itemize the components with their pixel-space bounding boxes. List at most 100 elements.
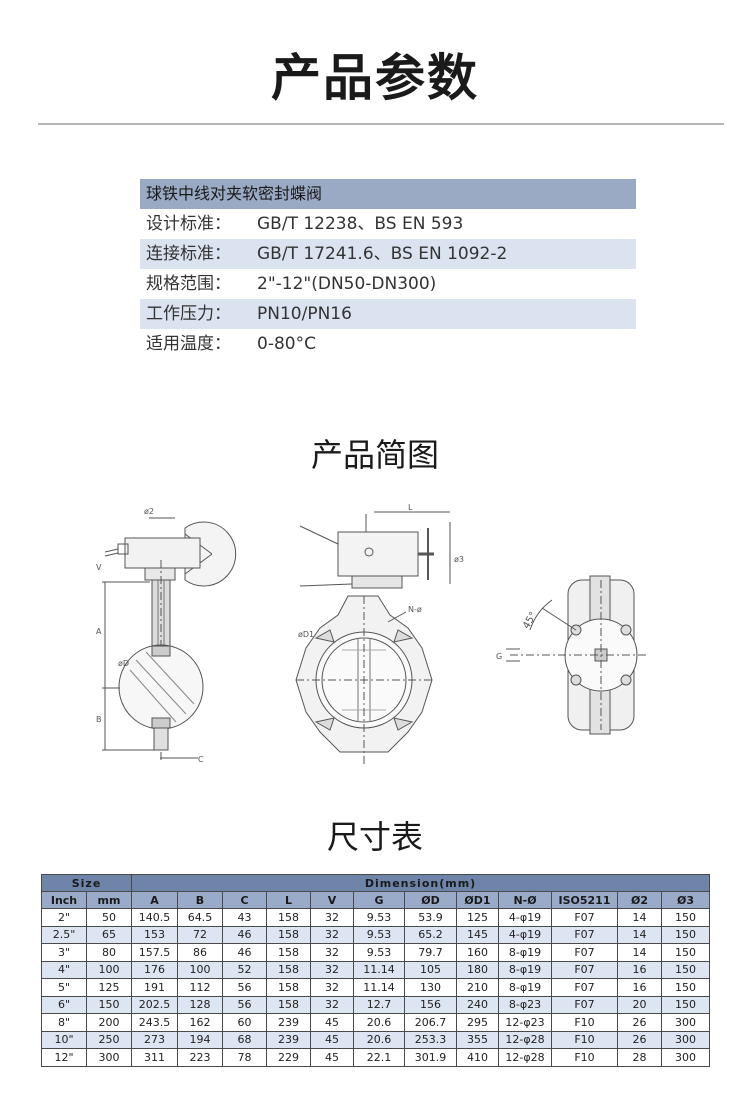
- column-header: C: [222, 891, 267, 909]
- size-table-title: 尺寸表: [326, 818, 423, 856]
- table-cell: 26: [617, 1030, 662, 1049]
- table-cell: 160: [456, 943, 499, 962]
- table-cell: 14: [617, 925, 662, 944]
- table-cell: 80: [86, 943, 132, 962]
- table-cell: 243.5: [131, 1013, 178, 1032]
- table-cell: 14: [617, 943, 662, 962]
- title-divider: [38, 123, 724, 125]
- table-cell: 79.7: [404, 943, 457, 962]
- table-cell: 158: [266, 960, 311, 979]
- table-cell: 9.53: [353, 925, 405, 944]
- table-cell: 311: [131, 1048, 178, 1067]
- table-cell: 64.5: [177, 908, 223, 927]
- column-header: Ø3: [660, 891, 711, 909]
- table-cell: 28: [617, 1048, 662, 1067]
- label-b: B: [96, 715, 102, 724]
- table-cell: 8": [41, 1013, 87, 1032]
- spec-table: 球铁中线对夹软密封蝶阀 设计标准： GB/T 12238、BS EN 593 连…: [140, 179, 636, 359]
- label-c: C: [198, 755, 204, 764]
- spec-row-design-standard: 设计标准： GB/T 12238、BS EN 593: [140, 209, 636, 239]
- spec-label: 工作压力：: [146, 304, 231, 324]
- table-cell: 4-φ19: [498, 925, 552, 944]
- table-cell: 100: [86, 960, 132, 979]
- table-cell: 56: [222, 995, 267, 1014]
- table-cell: 223: [177, 1048, 223, 1067]
- table-cell: 65.2: [404, 925, 457, 944]
- table-cell: 8-φ19: [498, 943, 552, 962]
- label-phid1: øD1: [298, 630, 314, 639]
- table-cell: 14: [617, 908, 662, 927]
- side-view: ø2 V A øD B C: [96, 507, 237, 764]
- valve-technical-drawing: ø2 V A øD B C L ø3 N-ø øD1: [96, 503, 646, 764]
- table-cell: 162: [177, 1013, 223, 1032]
- table-cell: 355: [456, 1030, 499, 1049]
- spec-row-size-range: 规格范围： 2"-12"(DN50-DN300): [140, 269, 636, 299]
- table-cell: 46: [222, 943, 267, 962]
- table-cell: 145: [456, 925, 499, 944]
- table-cell: 22.1: [353, 1048, 405, 1067]
- table-cell: 32: [310, 925, 354, 944]
- table-cell: 150: [660, 960, 711, 979]
- label-phid: øD: [118, 659, 129, 668]
- table-cell: 150: [660, 995, 711, 1014]
- table-cell: 4": [41, 960, 87, 979]
- table-cell: 125: [456, 908, 499, 927]
- table-cell: 78: [222, 1048, 267, 1067]
- table-cell: 65: [86, 925, 132, 944]
- table-cell: F07: [551, 908, 618, 927]
- table-cell: 273: [131, 1030, 178, 1049]
- table-cell: 239: [266, 1030, 311, 1049]
- table-cell: 12.7: [353, 995, 405, 1014]
- table-cell: 253.3: [404, 1030, 457, 1049]
- table-cell: 125: [86, 978, 132, 997]
- table-cell: 4-φ19: [498, 908, 552, 927]
- table-cell: 8-φ19: [498, 978, 552, 997]
- table-cell: 150: [660, 925, 711, 944]
- table-cell: 32: [310, 995, 354, 1014]
- table-cell: 9.53: [353, 908, 405, 927]
- table-cell: F07: [551, 925, 618, 944]
- table-cell: 300: [660, 1048, 711, 1067]
- column-header: A: [131, 891, 178, 909]
- label-l: L: [408, 503, 413, 512]
- label-n-phi: N-ø: [408, 605, 422, 614]
- table-cell: 43: [222, 908, 267, 927]
- table-cell: 45: [310, 1048, 354, 1067]
- table-cell: 240: [456, 995, 499, 1014]
- table-cell: 250: [86, 1030, 132, 1049]
- label-phi3: ø3: [454, 555, 464, 564]
- table-cell: 32: [310, 960, 354, 979]
- spec-label: 连接标准：: [146, 244, 231, 264]
- table-cell: 150: [86, 995, 132, 1014]
- spec-value: 0-80°C: [257, 334, 316, 354]
- spec-value: GB/T 12238、BS EN 593: [257, 214, 464, 234]
- table-cell: F10: [551, 1030, 618, 1049]
- table-cell: 295: [456, 1013, 499, 1032]
- spec-label: 设计标准：: [146, 214, 231, 234]
- column-header: ØD: [404, 891, 457, 909]
- table-cell: 128: [177, 995, 223, 1014]
- table-cell: 100: [177, 960, 223, 979]
- spec-value: GB/T 17241.6、BS EN 1092-2: [257, 244, 508, 264]
- spec-label: 适用温度：: [146, 334, 231, 354]
- table-cell: 300: [660, 1030, 711, 1049]
- spec-row-working-pressure: 工作压力： PN10/PN16: [140, 299, 636, 329]
- table-cell: 194: [177, 1030, 223, 1049]
- table-cell: 5": [41, 978, 87, 997]
- table-cell: 200: [86, 1013, 132, 1032]
- table-cell: 156: [404, 995, 457, 1014]
- page-title: 产品参数: [271, 49, 479, 107]
- table-cell: 8-φ19: [498, 960, 552, 979]
- table-cell: 229: [266, 1048, 311, 1067]
- table-cell: 60: [222, 1013, 267, 1032]
- table-cell: 157.5: [131, 943, 178, 962]
- spec-heading: 球铁中线对夹软密封蝶阀: [140, 179, 636, 209]
